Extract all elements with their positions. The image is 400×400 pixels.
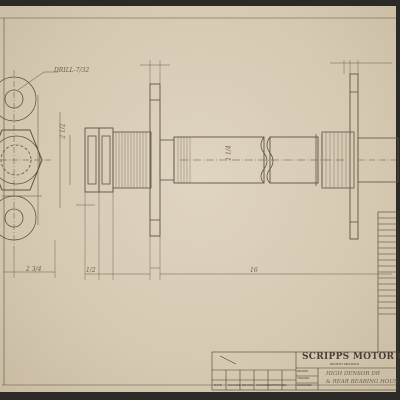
- nut-assembly: [84, 127, 152, 193]
- row-label-checked: CHECKED: [297, 383, 312, 387]
- row-label-drawn: DRAWN: [297, 369, 309, 373]
- flange-end-view: [0, 70, 58, 250]
- scan-border-top: [0, 0, 400, 6]
- flange-plate: [149, 83, 175, 237]
- drawing-title-line-1: HIGH DENSOR DR: [326, 371, 380, 377]
- scan-border-right: [396, 0, 400, 400]
- dim-bottom-long: 16: [250, 267, 258, 274]
- dim-side: 2 1/2: [59, 123, 67, 139]
- dim-shaft: 1 1/4: [225, 145, 233, 161]
- drill-note: DRILL-7/32: [54, 67, 90, 74]
- col-label-approved: APPROVED: [270, 383, 287, 387]
- col-label-checked: CHECKED: [256, 383, 271, 387]
- company-name: SCRIPPS MOTOR C: [302, 352, 400, 362]
- drawing-title-line-2: & REAR BEARING HOUS: [326, 379, 398, 385]
- shaft: [173, 134, 345, 186]
- company-subtitle: DETROIT MICHIGAN: [330, 362, 359, 366]
- col-label-drawn: DRAWN: [242, 383, 254, 387]
- dim-bottom-mid: 1/2: [86, 267, 96, 274]
- col-label-date: DATE: [214, 383, 222, 387]
- scan-border-bottom: [0, 392, 400, 400]
- rear-bearing-housing: [321, 73, 399, 240]
- dim-bottom-left: 2 3/4: [26, 266, 42, 273]
- col-label-change: CHANGE: [228, 383, 241, 387]
- row-label-traced: TRACED: [297, 376, 310, 380]
- title-block-frame: [211, 211, 399, 391]
